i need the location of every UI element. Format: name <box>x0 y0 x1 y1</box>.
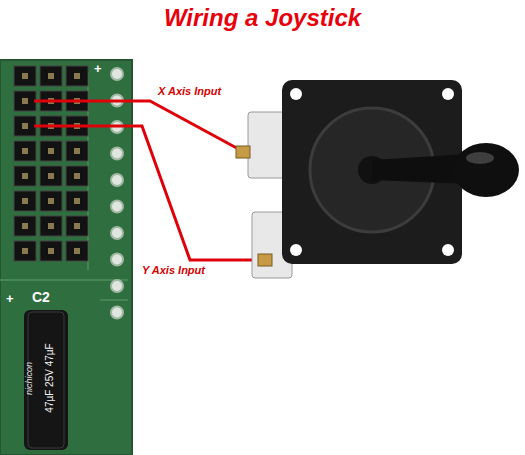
board-traces <box>0 72 128 300</box>
wire-label: X Axis Input <box>158 86 221 97</box>
solder-pad <box>111 148 123 160</box>
part-reference: C2 <box>32 290 50 304</box>
diagram-title: Wiring a Joystick <box>0 4 525 32</box>
mounting-hole <box>442 88 454 100</box>
pin-tip <box>22 198 28 204</box>
mounting-hole <box>290 88 302 100</box>
x-terminal <box>236 146 250 158</box>
header-pin <box>14 216 36 236</box>
pin-tip <box>48 248 54 254</box>
pin-tip <box>22 173 28 179</box>
circuit-board <box>0 60 132 455</box>
y-axis-wire <box>34 126 262 260</box>
solder-pad <box>111 307 123 319</box>
pin-tip <box>74 73 80 79</box>
capacitor-rating: 47µF 25V 47µF <box>45 343 55 412</box>
polarity-mark: + <box>94 62 102 75</box>
solder-pad <box>111 254 123 266</box>
pin-tip <box>48 73 54 79</box>
header-pin <box>66 191 88 211</box>
pin-tip <box>48 223 54 229</box>
header-pin <box>14 91 36 111</box>
pin-tip <box>48 148 54 154</box>
pin-tip <box>48 198 54 204</box>
solder-pad <box>111 174 123 186</box>
header-pin <box>14 116 36 136</box>
capacitor-brand: nichicon <box>26 361 35 394</box>
header-pin <box>66 216 88 236</box>
pin-tip <box>22 123 28 129</box>
wire-label: Y Axis Input <box>142 265 205 276</box>
pin-tip <box>22 248 28 254</box>
header-pin <box>14 191 36 211</box>
board-edge <box>0 60 132 455</box>
header-pin <box>14 141 36 161</box>
solder-pad <box>111 227 123 239</box>
pin-tip <box>48 173 54 179</box>
header-pin <box>40 66 62 86</box>
header-pin <box>40 216 62 236</box>
header-pin <box>40 141 62 161</box>
capacitor-body <box>24 310 68 450</box>
pin-tip <box>22 98 28 104</box>
ball-top <box>453 143 519 197</box>
header-pin <box>14 166 36 186</box>
pin-tip <box>22 73 28 79</box>
solder-pad <box>111 201 123 213</box>
mounting-hole <box>442 244 454 256</box>
pin-tip <box>22 148 28 154</box>
header-pin <box>40 241 62 261</box>
header-pin <box>66 241 88 261</box>
pin-tip <box>74 198 80 204</box>
solder-pads <box>111 68 123 319</box>
y-terminal <box>258 254 272 266</box>
solder-pad <box>111 280 123 292</box>
pin-tip <box>74 173 80 179</box>
header-pin <box>66 66 88 86</box>
pin-tip <box>22 223 28 229</box>
header-pin <box>40 166 62 186</box>
header-pin <box>14 241 36 261</box>
header-pin <box>14 66 36 86</box>
pin-header <box>14 66 88 261</box>
ball-highlight <box>466 152 494 164</box>
pin-tip <box>74 248 80 254</box>
pin-tip <box>74 223 80 229</box>
header-pin <box>66 141 88 161</box>
polarity-mark: + <box>6 292 14 305</box>
pin-tip <box>74 148 80 154</box>
solder-pad <box>111 68 123 80</box>
header-pin <box>40 191 62 211</box>
mounting-hole <box>290 244 302 256</box>
header-pin <box>66 166 88 186</box>
